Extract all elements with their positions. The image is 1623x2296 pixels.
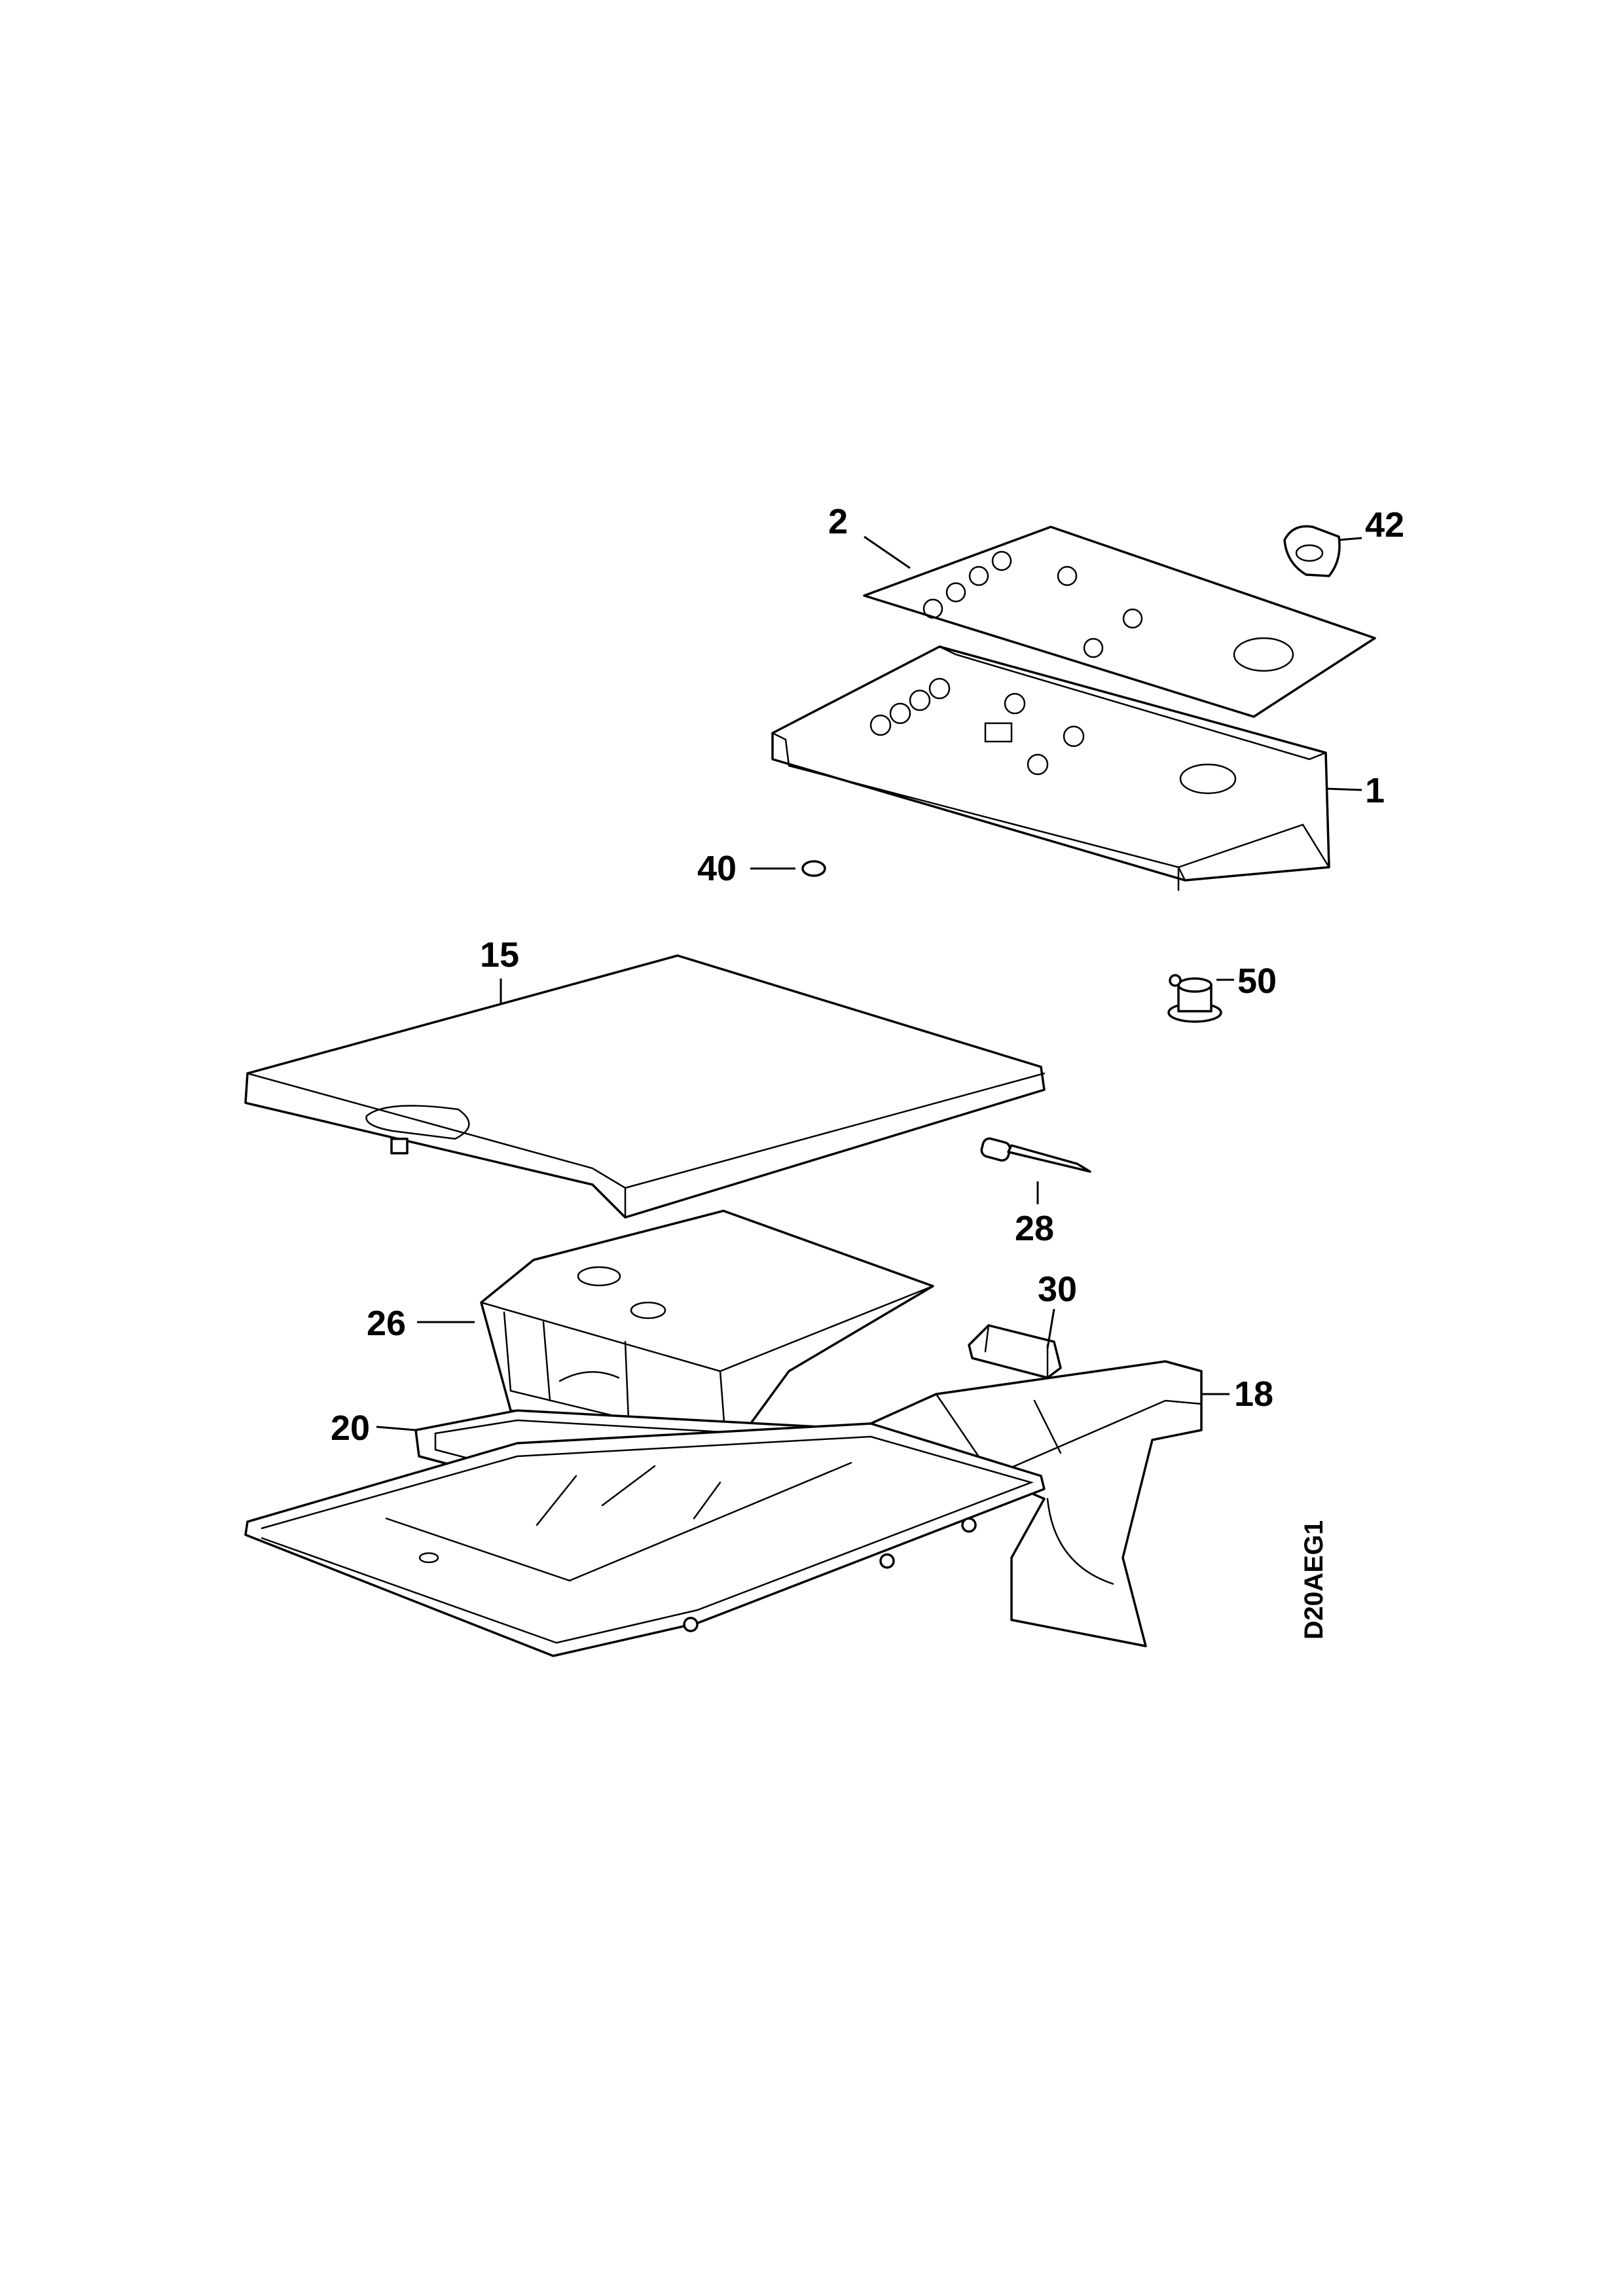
part-40-button (801, 860, 826, 877)
callout-26: 26 (367, 1304, 406, 1343)
callout-20: 20 (331, 1408, 370, 1448)
part-18-bracket (869, 1360, 1203, 1647)
callout-42: 42 (1365, 505, 1404, 545)
part-28-pin (980, 1137, 1091, 1173)
part-1-control-panel (771, 645, 1330, 891)
base-top-plate (244, 1422, 1046, 1657)
part-26-dispenser (480, 1210, 934, 1458)
callout-50: 50 (1237, 961, 1277, 1001)
part-50-fitting (1167, 974, 1222, 1023)
callout-18: 18 (1234, 1374, 1273, 1414)
part-2-panel-overlay (863, 526, 1376, 718)
callout-labels: 2 42 1 40 50 15 28 30 26 18 20 (331, 502, 1404, 1448)
leader-lines (376, 535, 1362, 1431)
callout-15: 15 (480, 935, 519, 975)
callout-28: 28 (1015, 1209, 1054, 1248)
callout-1: 1 (1365, 771, 1385, 810)
callout-30: 30 (1038, 1270, 1077, 1309)
part-42-knob (1283, 525, 1341, 577)
part-30-clip (968, 1324, 1062, 1379)
drawing-code: D20AEG1 (1300, 1520, 1328, 1640)
callout-40: 40 (697, 849, 737, 888)
part-15-lid (244, 954, 1046, 1219)
callout-2: 2 (828, 502, 848, 541)
